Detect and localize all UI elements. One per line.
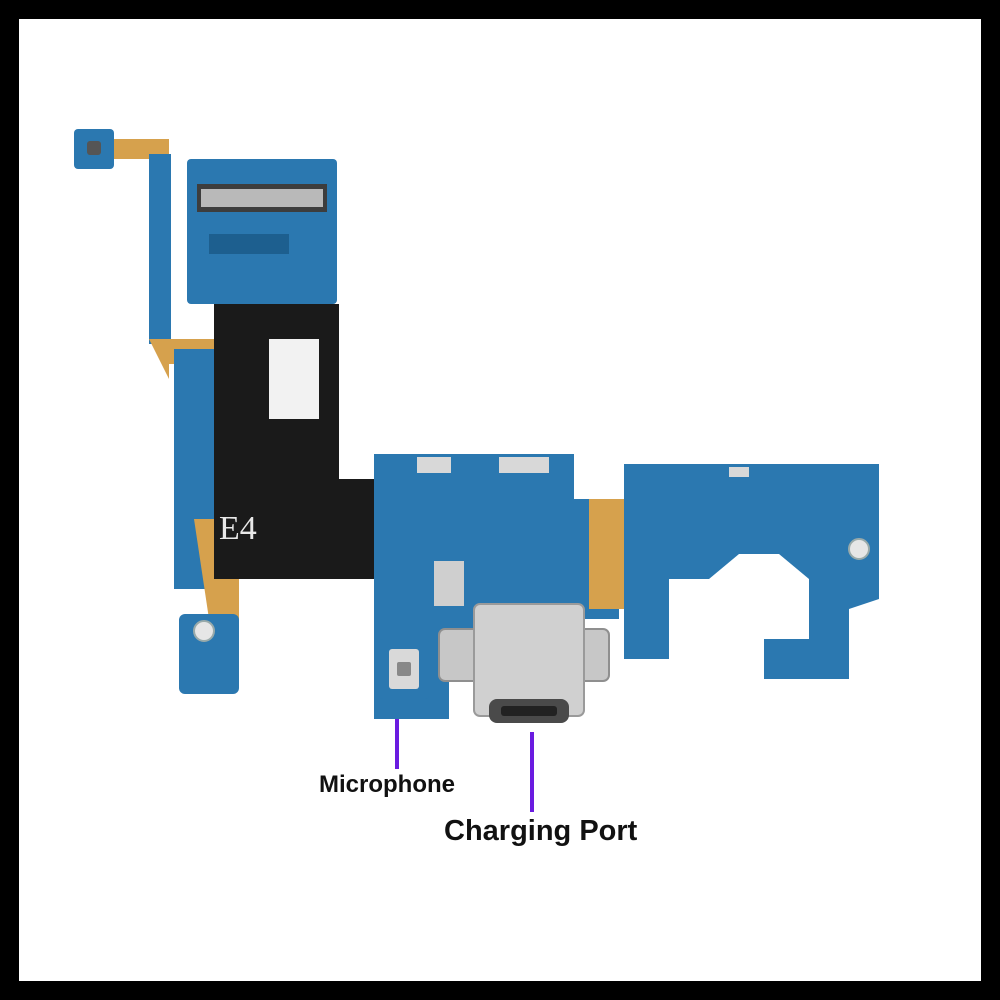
right-antenna-pcb (624, 464, 879, 679)
flex-bridge (589, 499, 629, 609)
usb-c-charging-port (438, 603, 610, 723)
flex-cable-body: E4 (214, 304, 384, 579)
svg-text:E4: E4 (219, 510, 257, 547)
charging-port-flex-board: E4 (74, 129, 879, 723)
charging-port-label: Charging Port (444, 815, 638, 847)
microphone-component (379, 639, 429, 699)
microphone-label: Microphone (319, 771, 455, 798)
flex-arm (89, 139, 239, 694)
photo-frame: E4 Microp (19, 19, 981, 981)
sensor-chip (87, 141, 101, 155)
charging-port-pointer-line (530, 732, 534, 812)
board-connector-pcb (187, 159, 337, 304)
microphone-pointer-line (395, 719, 399, 769)
